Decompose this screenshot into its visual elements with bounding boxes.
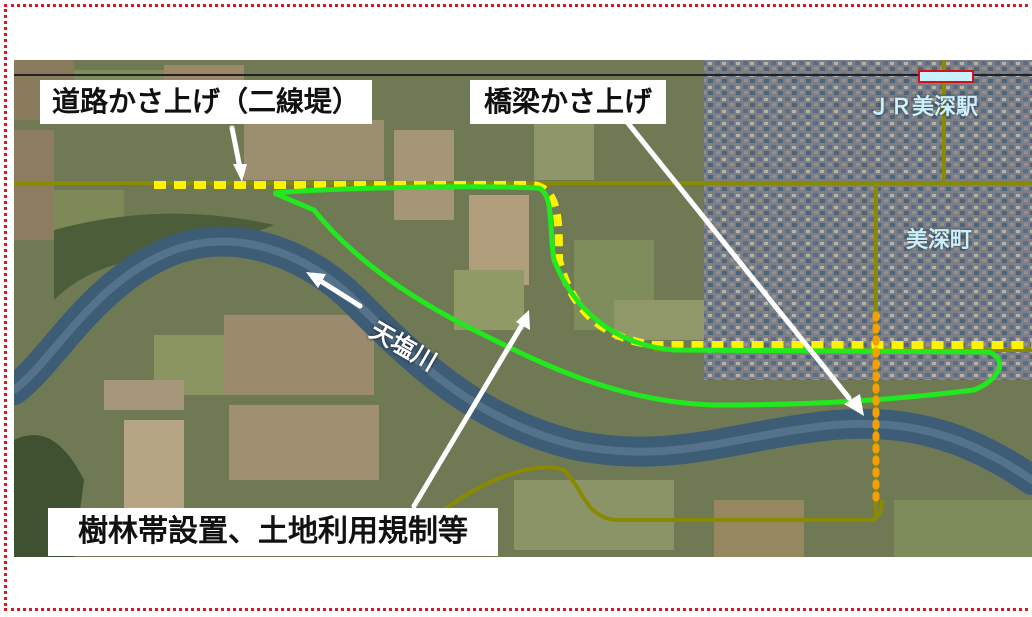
station-marker-icon <box>918 70 974 83</box>
road-raise-label: 道路かさ上げ（二線堤） <box>40 80 373 124</box>
forest-belt-label: 樹林帯設置、土地利用規制等 <box>48 508 498 556</box>
protected-area-outline <box>273 184 1003 408</box>
dotted-frame <box>4 4 1028 611</box>
map-svg <box>14 60 1032 557</box>
bridge-raise-label: 橋梁かさ上げ <box>470 80 667 124</box>
town-label: 美深町 <box>906 228 973 253</box>
arrow-road-label <box>229 125 243 171</box>
aerial-map <box>14 60 1032 557</box>
station-label: ＪＲ美深駅 <box>868 95 979 120</box>
town-area-south <box>834 260 1032 350</box>
arrow-forest-label <box>411 322 525 509</box>
arrow-river-flow <box>316 277 363 309</box>
arrow-bridge-label <box>616 109 852 401</box>
